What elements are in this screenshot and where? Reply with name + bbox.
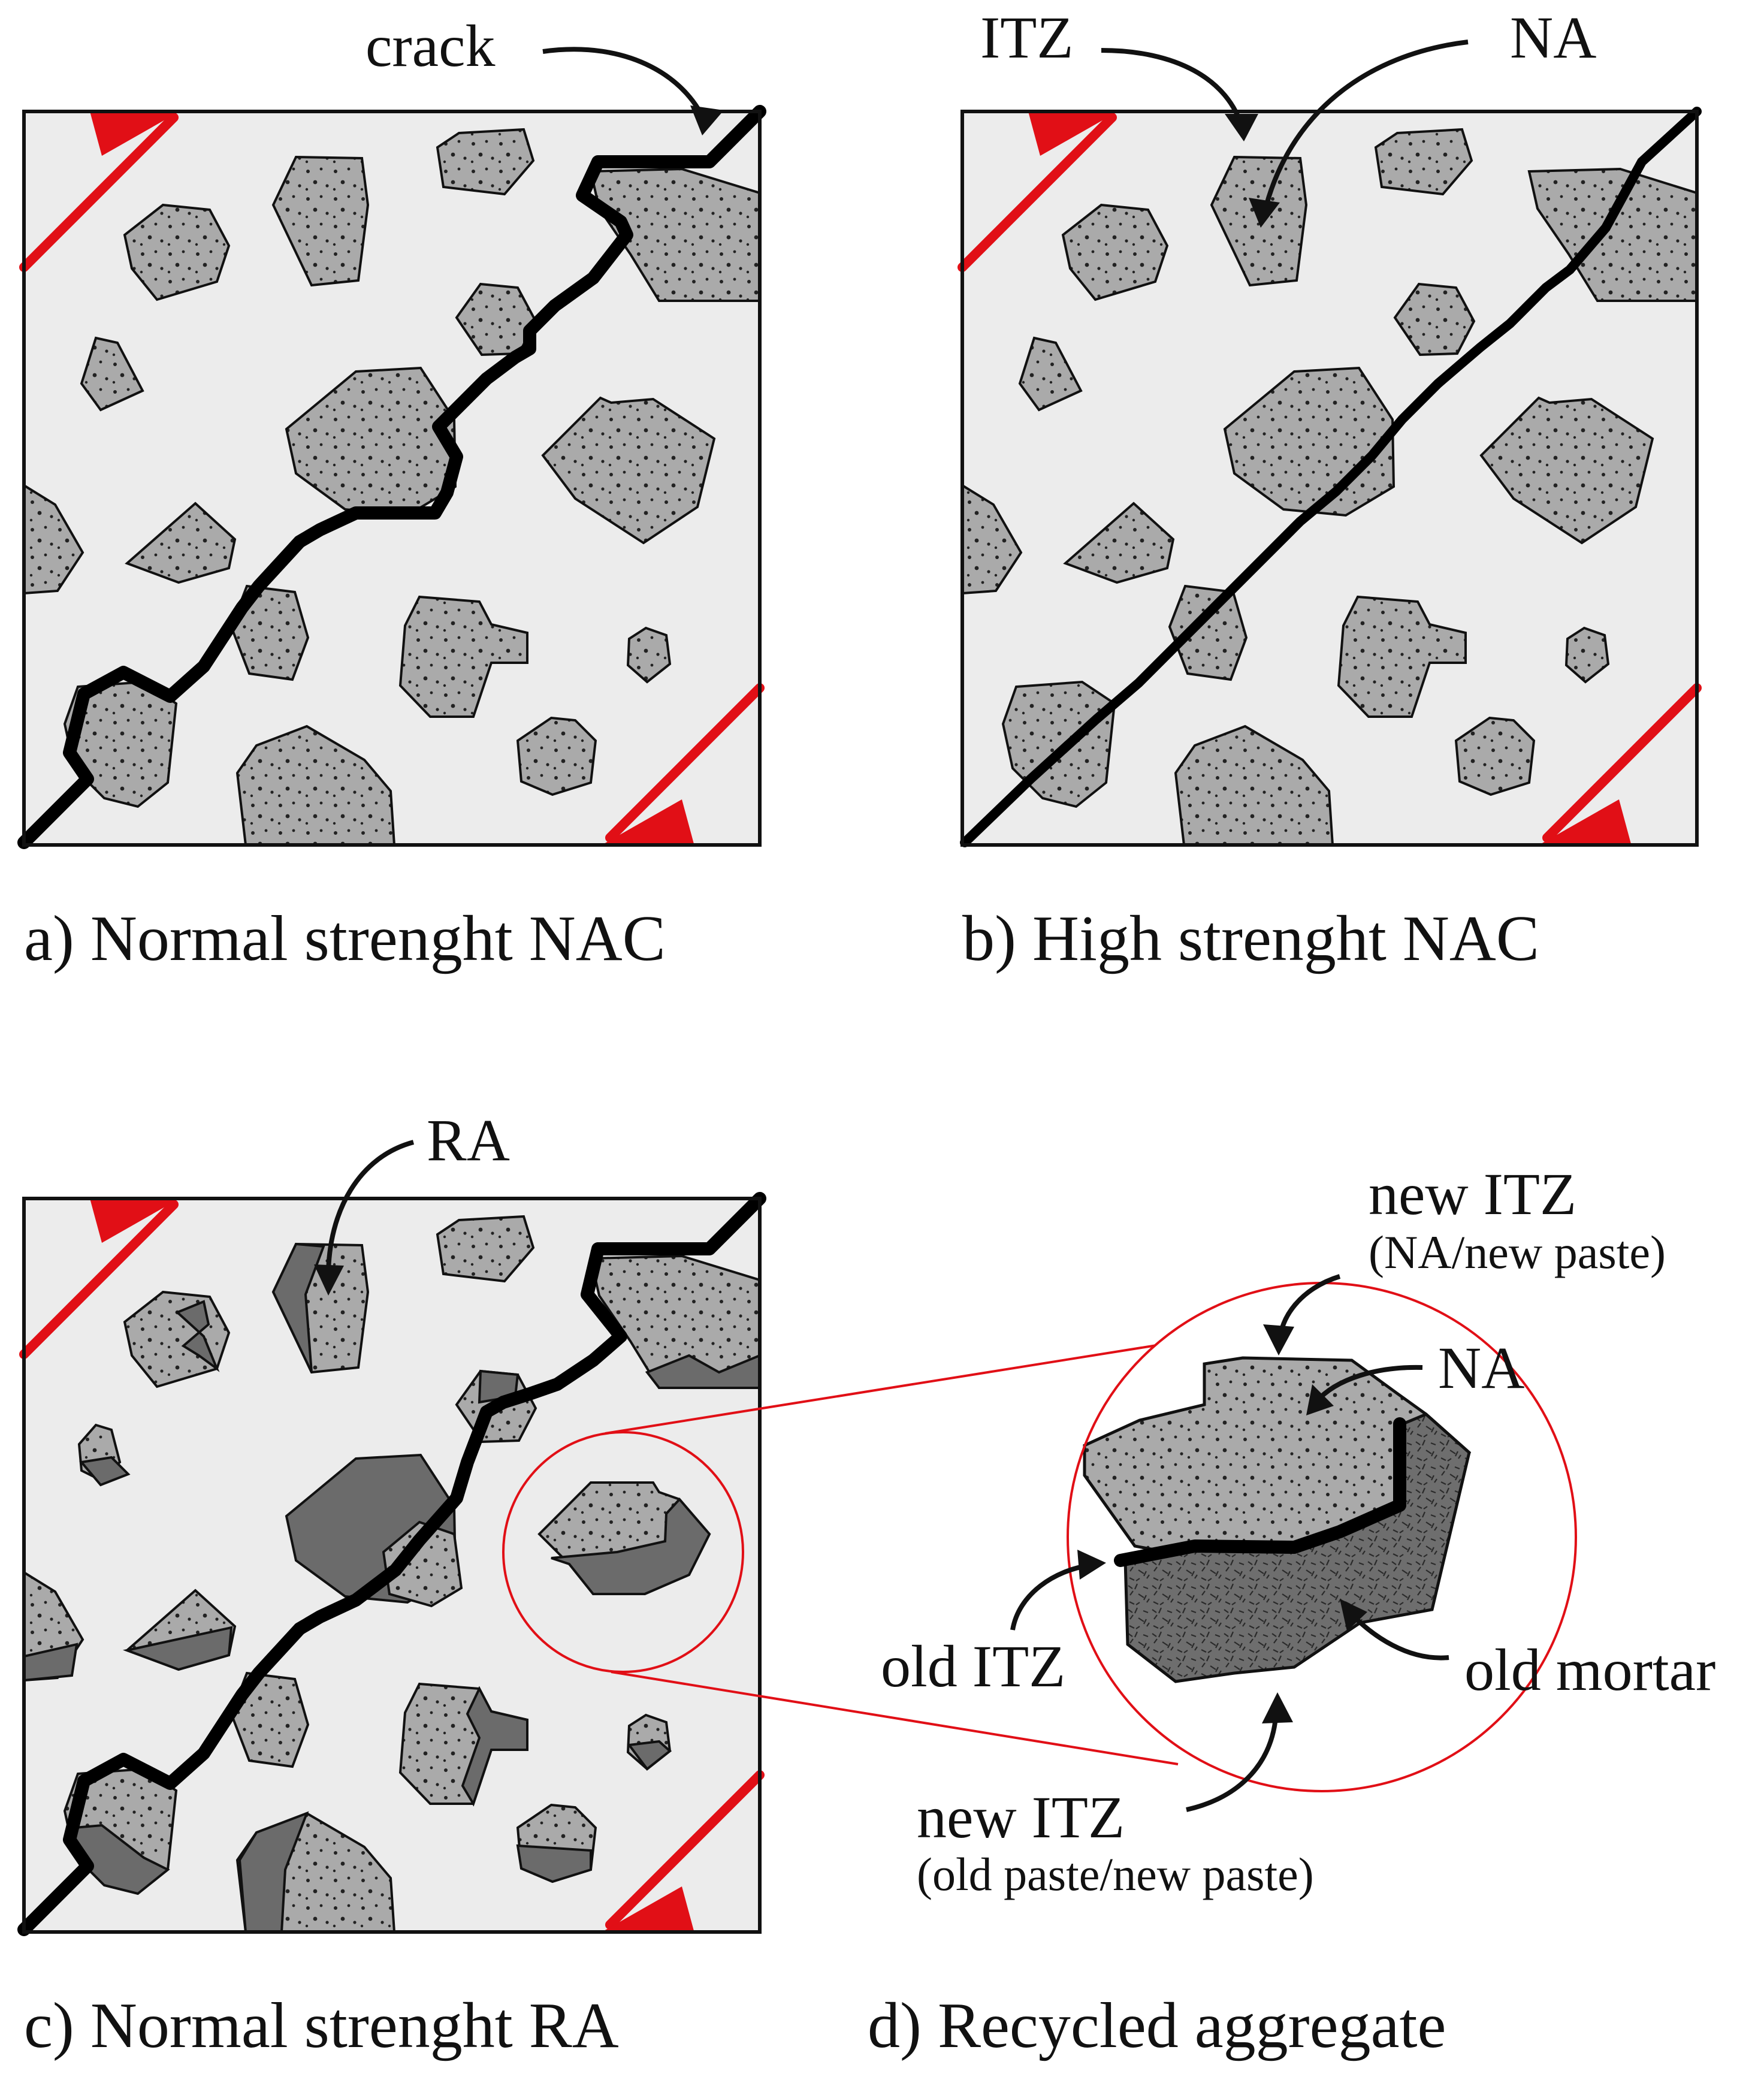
aggregate	[1564, 626, 1610, 684]
shear-arrow-bottom-right	[604, 683, 765, 844]
crack-path-a	[17, 105, 766, 849]
arrowhead	[1340, 1599, 1367, 1631]
old-itz-line	[1114, 1417, 1406, 1567]
aggregate	[436, 1215, 535, 1283]
aggregate	[1374, 128, 1473, 196]
aggregate	[1174, 724, 1334, 845]
crack-path-c	[17, 1192, 766, 1936]
aggregate	[1061, 203, 1169, 301]
aggregate	[626, 626, 672, 684]
aggregate	[235, 724, 396, 845]
panel-b-aggregates	[962, 128, 1697, 845]
crack-label: crack	[366, 13, 495, 79]
arrowhead	[690, 105, 724, 135]
aggregate	[1018, 336, 1083, 412]
old-mortar	[627, 1740, 672, 1771]
old-itz-arrow	[1010, 1563, 1091, 1631]
aggregate	[398, 595, 528, 718]
itz-label-arrow	[1101, 48, 1245, 131]
aggregate	[516, 716, 597, 796]
old-mortar	[271, 1242, 325, 1373]
panel-c-normal-strength-ra: RA c) Normal strenght RA	[17, 1107, 766, 2061]
old-mortar	[516, 1844, 592, 1883]
aggregate	[1337, 595, 1467, 718]
old-mortar	[461, 1686, 528, 1807]
na-label: NA	[1510, 4, 1596, 71]
arrowhead	[1225, 114, 1258, 141]
panel-a-normal-strength-nac: crack a) Normal strenght NAC	[17, 13, 766, 974]
aggregate	[80, 336, 144, 412]
panel-d-recycled-aggregate-detail: new ITZ (NA/new paste) NA old ITZ old mo…	[605, 1161, 1715, 2061]
na-detail-label: NA	[1438, 1335, 1524, 1401]
aggregate	[1393, 282, 1476, 357]
new-itz-top-label: new ITZ	[1369, 1161, 1576, 1227]
shear-arrow-top-left	[957, 111, 1118, 272]
arrowhead	[1306, 1384, 1334, 1415]
shear-arrow-top-left	[19, 1198, 180, 1359]
ra-label: RA	[427, 1107, 510, 1173]
panel-b-high-strength-nac: ITZ NA b) High strenght NAC	[957, 4, 1702, 974]
aggregate	[1063, 502, 1175, 584]
old-mortar	[645, 1354, 760, 1389]
arrowhead	[1077, 1550, 1106, 1580]
old-mortar	[79, 1456, 131, 1487]
panel-b-caption: b) High strenght NAC	[962, 903, 1539, 974]
arrowhead	[1263, 1324, 1294, 1356]
panel-d-caption: d) Recycled aggregate	[868, 1990, 1446, 2061]
aggregate	[1479, 396, 1654, 545]
new-itz-bottom-sublabel: (old paste/new paste)	[917, 1848, 1314, 1900]
new-itz-top-sublabel: (NA/new paste)	[1369, 1226, 1666, 1278]
shear-arrow-bottom-right	[1541, 683, 1702, 844]
shear-arrow-bottom-right	[604, 1770, 765, 1931]
old-mortar-label: old mortar	[1464, 1637, 1715, 1703]
old-itz-label: old ITZ	[881, 1633, 1065, 1699]
aggregate	[436, 128, 535, 196]
old-mortar	[238, 1811, 309, 1932]
panel-c-aggregates	[24, 1215, 760, 1932]
aggregate	[541, 396, 716, 545]
itz-label: ITZ	[980, 4, 1073, 71]
recycled-aggregate	[382, 1520, 463, 1608]
new-itz-bottom-label: new ITZ	[917, 1784, 1125, 1850]
highlight-circle-small	[502, 1431, 744, 1673]
crack-path-b	[960, 107, 1702, 847]
aggregate	[271, 155, 370, 287]
arrowhead	[314, 1264, 344, 1296]
arrowhead	[1249, 198, 1280, 228]
zoom-line-bottom	[611, 1671, 1179, 1765]
old-mortar	[175, 1300, 220, 1372]
aggregate	[1454, 716, 1536, 796]
aggregate	[962, 484, 1023, 595]
panel-a-caption: a) Normal strenght NAC	[24, 903, 666, 974]
old-mortar-arrow	[1348, 1610, 1449, 1661]
new-itz-bottom-arrow	[1186, 1707, 1279, 1812]
shear-arrow-top-left	[19, 111, 180, 272]
zoom-line-top	[605, 1344, 1157, 1435]
old-mortar	[122, 1626, 233, 1671]
arrowhead	[1262, 1692, 1293, 1723]
aggregate	[24, 484, 84, 595]
old-mortar	[24, 1643, 78, 1682]
na-label-arrow	[1262, 40, 1469, 214]
aggregate	[125, 502, 237, 584]
aggregate	[123, 203, 231, 301]
na-detail-arrow	[1313, 1364, 1423, 1404]
highlighted-old-mortar	[551, 1497, 711, 1595]
panel-c-caption: c) Normal strenght RA	[24, 1990, 619, 2061]
ra-label-arrow	[326, 1140, 415, 1277]
